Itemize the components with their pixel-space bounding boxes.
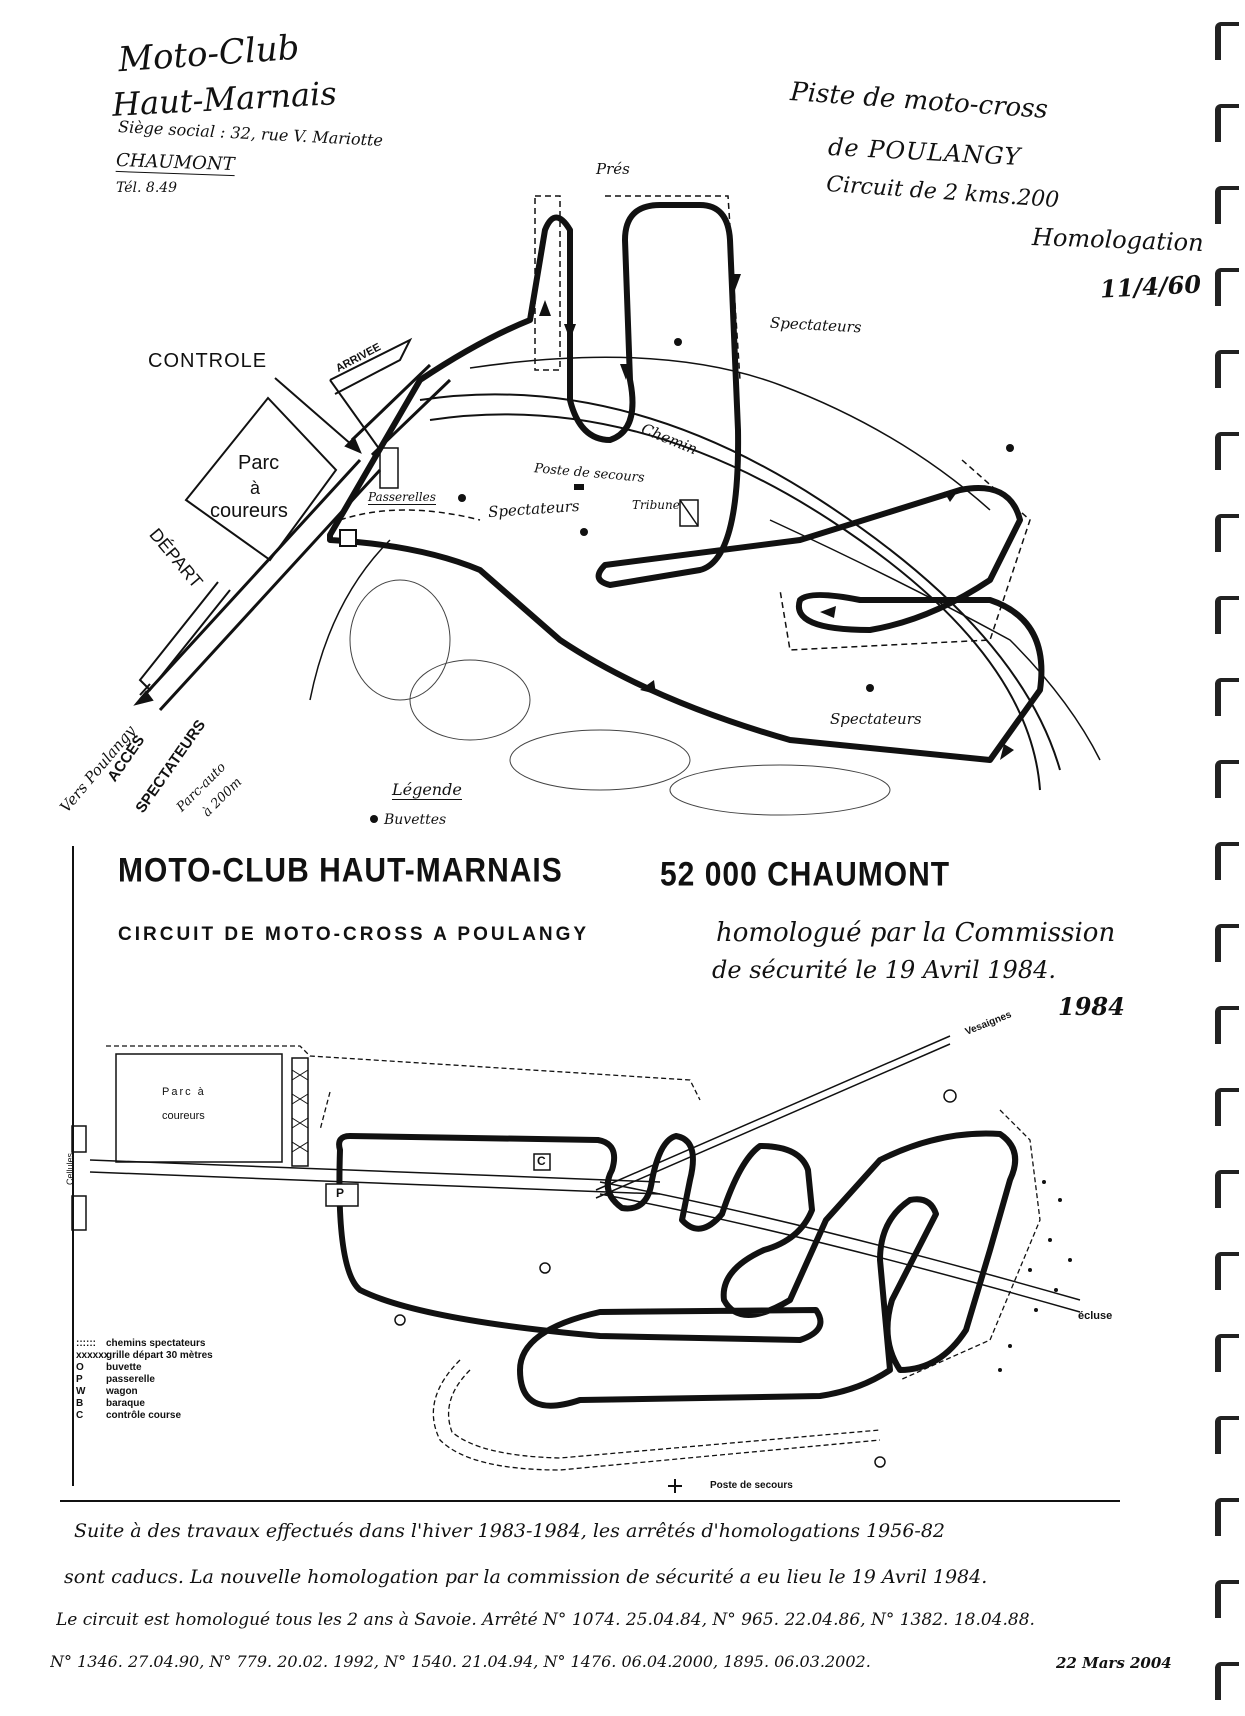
bottom-handwritten-line1: homologué par la Commission bbox=[716, 918, 1116, 948]
footer-line1: Suite à des travaux effectués dans l'hiv… bbox=[74, 1520, 946, 1542]
label-poste-secours-bottom: Poste de secours bbox=[710, 1480, 793, 1491]
footer-signature-date: 22 Mars 2004 bbox=[1056, 1654, 1172, 1672]
label-ecluse: écluse bbox=[1078, 1310, 1113, 1322]
main-road-bottom bbox=[89, 1035, 1081, 1313]
poste-secours-cross bbox=[668, 1479, 682, 1493]
footer-line3: Le circuit est homologué tous les 2 ans … bbox=[56, 1610, 1035, 1630]
passerelle-mark bbox=[339, 529, 357, 547]
bottom-header-club: MOTO-CLUB HAUT-MARNAIS bbox=[118, 851, 563, 890]
controle-marker bbox=[533, 1153, 551, 1171]
race-track bbox=[327, 202, 1045, 763]
label-pres: Prés bbox=[596, 160, 630, 178]
buvette-circles bbox=[394, 1089, 957, 1468]
label-c-marker: C bbox=[537, 1154, 546, 1168]
buvette-dots bbox=[370, 338, 1014, 823]
track-direction-arrows bbox=[539, 274, 1014, 760]
label-passerelles: Passerelles bbox=[368, 490, 436, 505]
label-parc-line2: à bbox=[250, 478, 261, 498]
spectator-paths-bottom bbox=[106, 1045, 1041, 1471]
label-buvettes: Buvettes bbox=[384, 812, 447, 828]
chemin-road bbox=[419, 393, 1061, 791]
parc-box bbox=[115, 1053, 283, 1163]
label-p-marker: P bbox=[336, 1186, 345, 1200]
depart-arrow bbox=[133, 683, 154, 706]
label-cellules: Cellules bbox=[65, 1152, 76, 1186]
maps-divider bbox=[72, 846, 74, 1486]
arrivee-flag bbox=[329, 337, 413, 451]
label-controle: CONTROLE bbox=[148, 350, 268, 372]
footer-line2: sont caducs. La nouvelle homologation pa… bbox=[64, 1566, 988, 1588]
footer-divider bbox=[60, 1500, 1120, 1502]
label-tribune: Tribune bbox=[632, 498, 680, 512]
tribune-mark bbox=[679, 499, 699, 527]
top-track-drawing bbox=[133, 195, 1101, 823]
stones-right bbox=[998, 1180, 1072, 1372]
bottom-header-city: 52 000 CHAUMONT bbox=[660, 855, 951, 894]
parc-coureurs-box bbox=[138, 396, 338, 692]
label-legende: Légende bbox=[392, 780, 462, 800]
label-parc-bottom-1: Parc à bbox=[162, 1086, 206, 1098]
label-parc-line3: coureurs bbox=[210, 500, 288, 522]
label-parc-bottom-2: coureurs bbox=[162, 1110, 205, 1122]
bottom-handwritten-line2: de sécurité le 19 Avril 1984. bbox=[712, 956, 1056, 984]
terrain-hatch bbox=[309, 356, 1101, 761]
controle-arrow bbox=[274, 377, 362, 454]
footer-line4: N° 1346. 27.04.90, N° 779. 20.02. 1992, … bbox=[50, 1652, 871, 1671]
poste-secours-mark bbox=[574, 484, 584, 490]
bottom-legend: ::::::chemins spectateurs xxxxxxgrille d… bbox=[76, 1338, 213, 1422]
legend-row: ::::::chemins spectateurs bbox=[76, 1338, 206, 1349]
grille-depart bbox=[291, 1057, 309, 1167]
bottom-subtitle: CIRCUIT DE MOTO-CROSS A POULANGY bbox=[118, 924, 590, 945]
gravel-area bbox=[349, 579, 891, 816]
passerelle-marker bbox=[325, 1183, 359, 1207]
race-track-bottom bbox=[336, 1130, 1019, 1409]
grille-mark bbox=[379, 447, 399, 489]
binder-rings bbox=[1205, 0, 1245, 1716]
club-phone: Tél. 8.49 bbox=[116, 180, 178, 196]
legend-row: xxxxxxgrille départ 30 mètres bbox=[76, 1350, 213, 1361]
label-parc-line1: Parc bbox=[238, 452, 280, 474]
bottom-year: 1984 bbox=[1058, 992, 1125, 1021]
label-spectateurs-3: Spectateurs bbox=[830, 710, 922, 728]
bottom-track-drawing bbox=[71, 1035, 1081, 1493]
